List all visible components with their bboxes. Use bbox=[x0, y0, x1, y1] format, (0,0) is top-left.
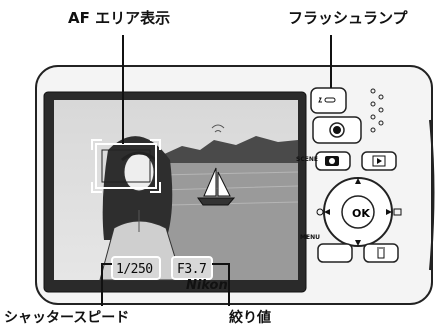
sailboat bbox=[197, 167, 236, 206]
shutter-speed-callout: シャッタースピード bbox=[4, 310, 130, 326]
ok-button bbox=[341, 195, 375, 229]
scene-button-label: SCENE bbox=[296, 156, 318, 163]
ok-button-label: OK bbox=[352, 207, 370, 220]
leader-lines bbox=[101, 35, 332, 306]
aperture-overlay-box bbox=[171, 256, 213, 280]
aperture-value: F3.7 bbox=[177, 262, 207, 277]
speaker-grille bbox=[370, 88, 384, 133]
menu-button bbox=[317, 243, 353, 263]
nikon-logo: Nikon bbox=[186, 278, 228, 293]
af-area-box bbox=[95, 143, 157, 189]
menu-button-label: MENU bbox=[300, 234, 320, 241]
flash-lamp-callout: フラッシュランプ bbox=[288, 9, 408, 27]
shutter-speed-value: 1/250 bbox=[116, 262, 153, 277]
af-area-callout: AF エリア表示 bbox=[68, 9, 171, 27]
aperture-callout: 絞り値 bbox=[229, 310, 271, 326]
shutter-overlay-box bbox=[111, 256, 161, 280]
delete-button bbox=[363, 243, 399, 263]
